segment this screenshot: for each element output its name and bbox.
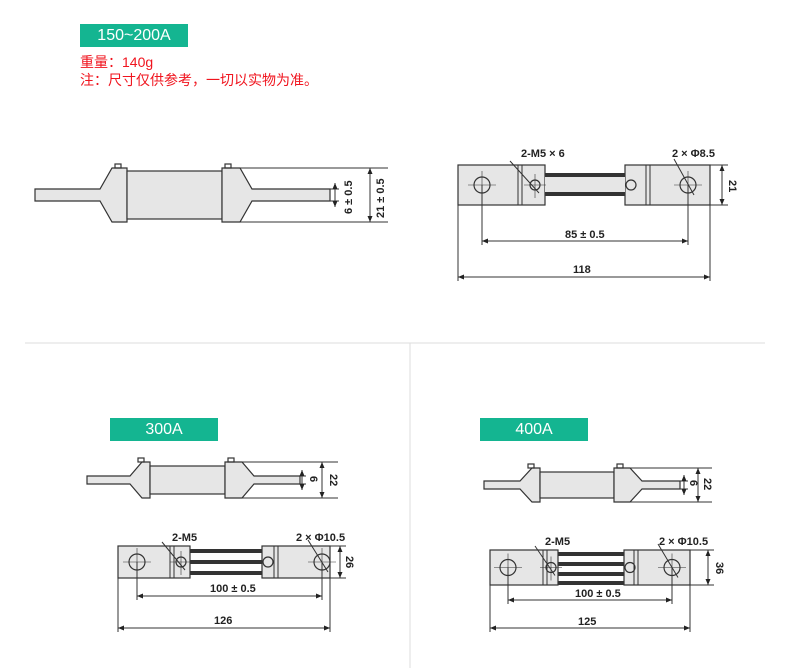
side-view-400a	[483, 463, 712, 503]
screw-label: 2-M5 × 6	[521, 148, 565, 160]
screw-head	[137, 457, 145, 463]
arrow-head	[695, 496, 701, 502]
side-dim-inner: 6	[307, 476, 319, 482]
length-label: 118	[573, 264, 591, 276]
resistor-bar	[190, 560, 262, 564]
right-terminal	[224, 461, 301, 499]
resistor-bar	[190, 549, 262, 553]
top-view-400a	[489, 543, 714, 632]
screw-head	[616, 463, 624, 469]
shunt-body	[126, 170, 223, 220]
side-dim-inner: 6 ± 0.5	[343, 180, 355, 214]
arrow-head	[705, 579, 711, 585]
shunt-body	[149, 465, 226, 495]
height-label: 21	[726, 180, 738, 192]
arrow-head	[299, 484, 305, 490]
side-view-300a	[86, 457, 338, 499]
resistor-bar	[558, 562, 624, 566]
leader-line	[534, 545, 556, 576]
hole-spacing-label: 100 ± 0.5	[575, 588, 621, 600]
arrow-head	[684, 625, 690, 631]
top-view-300a	[117, 539, 346, 632]
arrow-head	[367, 216, 373, 222]
left-terminal	[34, 167, 128, 223]
arrow-head	[337, 572, 343, 578]
screw-head	[224, 163, 232, 169]
arrow-head	[682, 238, 688, 244]
length-label: 125	[578, 616, 596, 628]
arrow-head	[332, 183, 338, 189]
arrow-head	[508, 597, 514, 603]
shunt-body	[539, 471, 615, 499]
hole-spacing-label: 85 ± 0.5	[565, 229, 605, 241]
screw-head	[114, 163, 122, 169]
arrow-head	[367, 168, 373, 174]
leader-line	[657, 543, 679, 578]
top-view-150-200a	[457, 158, 728, 281]
resistor-bar	[545, 192, 625, 196]
leader-line	[307, 539, 329, 573]
mounting-hole	[625, 179, 637, 191]
side-dim-inner: 6	[687, 480, 699, 486]
weight-text: 重量：140g	[80, 54, 154, 70]
side-view-150-200a	[34, 163, 388, 223]
arrow-head	[137, 593, 143, 599]
resistor-bar	[558, 581, 624, 585]
side-dim-outer: 22	[701, 478, 713, 490]
screw-head	[527, 463, 535, 469]
rating-badge-150-200a: 150~200A	[80, 24, 188, 47]
hole-label: 2 × Φ8.5	[672, 148, 715, 160]
disclaimer-note: 注：尺寸仅供参考，一切以实物为准。	[80, 72, 318, 88]
left-terminal	[483, 467, 541, 503]
left-terminal	[86, 461, 151, 499]
rating-badge-300a: 300A	[110, 418, 218, 441]
arrow-head	[681, 475, 687, 481]
arrow-head	[319, 462, 325, 468]
arrow-head	[332, 201, 338, 207]
hole-spacing-label: 100 ± 0.5	[210, 583, 256, 595]
height-label: 26	[343, 556, 355, 568]
right-terminal	[221, 167, 331, 223]
arrow-head	[482, 238, 488, 244]
arrow-head	[118, 625, 124, 631]
arrow-head	[705, 550, 711, 556]
arrow-head	[458, 274, 464, 280]
arrow-head	[666, 597, 672, 603]
screw-label: 2-M5	[172, 532, 197, 544]
arrow-head	[681, 489, 687, 495]
leader-line	[161, 541, 186, 571]
mounting-hole	[624, 561, 636, 574]
arrow-head	[719, 165, 725, 171]
arrow-head	[695, 468, 701, 474]
leader-line	[673, 158, 695, 196]
resistor-bar	[558, 572, 624, 576]
resistor-fill	[545, 177, 625, 192]
resistor-bar	[190, 571, 262, 575]
leader-line	[509, 160, 540, 194]
arrow-head	[316, 593, 322, 599]
side-dim-outer: 21 ± 0.5	[375, 178, 387, 218]
arrow-head	[704, 274, 710, 280]
length-label: 126	[214, 615, 232, 627]
hole-label: 2 × Φ10.5	[659, 536, 708, 548]
arrow-head	[299, 470, 305, 476]
resistor-bar	[545, 173, 625, 177]
screw-label: 2-M5	[545, 536, 570, 548]
height-label: 36	[713, 562, 725, 574]
rating-badge-400a: 400A	[480, 418, 588, 441]
arrow-head	[324, 625, 330, 631]
arrow-head	[490, 625, 496, 631]
side-dim-outer: 22	[327, 474, 339, 486]
screw-head	[227, 457, 235, 463]
right-terminal	[613, 467, 681, 503]
mounting-hole	[262, 556, 274, 568]
resistor-bar	[558, 552, 624, 556]
arrow-head	[337, 546, 343, 552]
arrow-head	[319, 492, 325, 498]
hole-label: 2 × Φ10.5	[296, 532, 345, 544]
arrow-head	[719, 199, 725, 205]
